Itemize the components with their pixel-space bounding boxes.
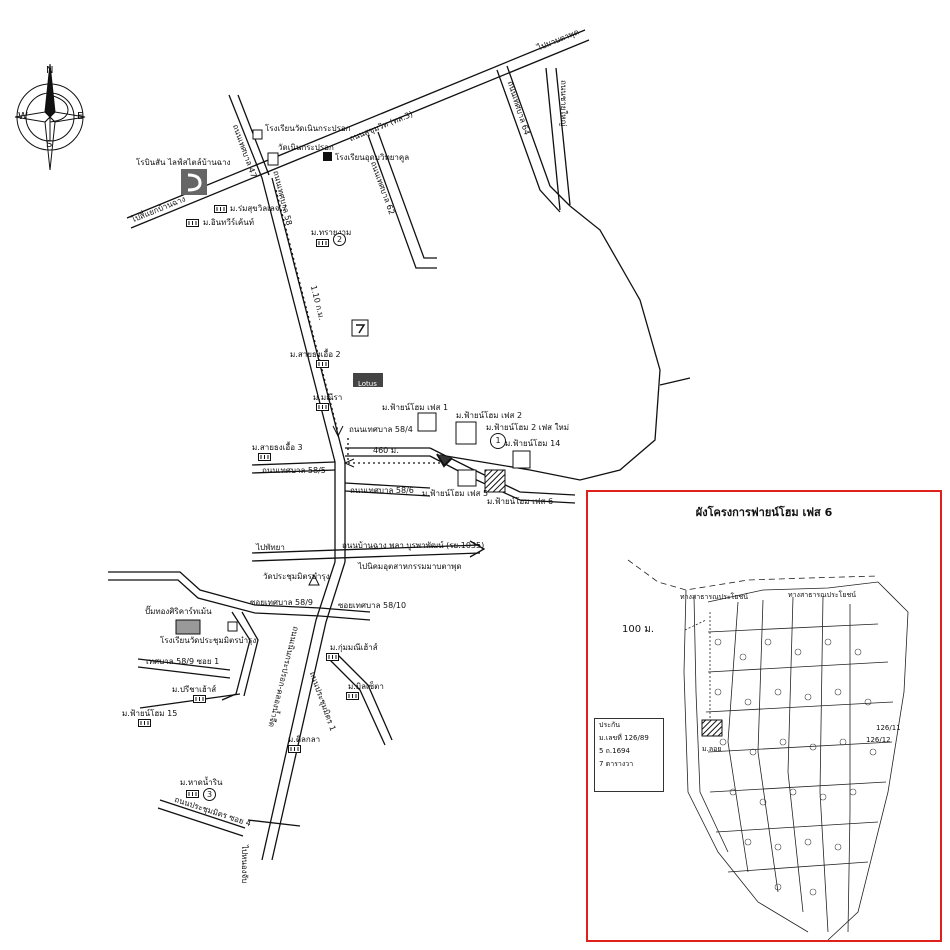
building-icon (346, 692, 359, 700)
inset-distance-label: 100 ม. (622, 624, 655, 635)
inset-lot-road: ม.ลอย (702, 745, 722, 753)
road-network (108, 29, 691, 861)
building-icon (288, 745, 301, 753)
label-school-prachum: โรงเรียนวัดประชุมมิตรบำรุง (160, 636, 257, 645)
label-m-intaravet: ม.อินทวีร์เค้นท์ (203, 218, 254, 227)
label-to-nongchap: ไปหนองจับ (240, 845, 249, 884)
compass-e-label: E (77, 111, 84, 122)
inset-road-top: ทางสาธารณประโยชน์ (680, 593, 748, 601)
temple-prachum-icon (308, 573, 320, 586)
inset-info-line: ม.เลขที่ 126/89 (599, 734, 649, 742)
phase6-lot-plot (701, 719, 723, 737)
label-school-wat: โรงเรียนวัดเนินกระปรอก (265, 124, 351, 133)
label-tesaban586: ถนนเทศบาล 58/6 (350, 486, 414, 495)
label-m-dilok: ม.ดิลกลา (288, 735, 321, 744)
label-robinson: โรบินสัน ไลฟ์สไตล์บ้านฉาง (136, 158, 231, 167)
label-gas: ปั๊มทองศิริคาร์ทเม้น (145, 607, 212, 616)
label-soi589: ซอยเทศบาล 58/9 (250, 598, 313, 607)
inset-lot-b: 126/12 (866, 736, 891, 744)
building-icon (316, 403, 329, 411)
school-ud-icon (323, 152, 332, 161)
label-tesaban585: ถนนเทศบาล 58/5 (262, 466, 326, 475)
compass-rose-icon (14, 63, 86, 171)
phase6-plot (484, 469, 506, 493)
building-icon (214, 205, 227, 213)
label-school-ud: โรงเรียนอุดมวิทยาคูล (335, 153, 410, 162)
temple-icon (267, 152, 279, 166)
gas-station-icon (175, 619, 201, 635)
seven-eleven-icon (351, 319, 369, 337)
label-m-kummani: ม.กุ่มมณีเฮ้าส์ (330, 643, 378, 652)
entrance-arrow-icon (436, 453, 453, 468)
label-m-pridsa: ม.ปรีชาเฮ้าส์ (172, 685, 217, 694)
label-m-miracle: ม.มิลเซ็ตา (348, 682, 384, 691)
label-m-phase2new: ม.ฟ้ายน์โฮม 2 เฟส ใหม่ (486, 423, 570, 432)
label-m-phase5: ม.ฟ้ายน์โฮม เฟส 5 (422, 489, 489, 498)
school-prachum-icon (227, 621, 238, 632)
label-wat-prachum: วัดประชุมมิตรบำรุง (263, 572, 330, 581)
building-icon (316, 360, 329, 368)
label-wat: วัดเนินกระปรอก (278, 143, 334, 152)
label-soi5810: ซอยเทศบาล 58/10 (338, 601, 407, 610)
label-dist-460: 460 ม. (373, 446, 399, 455)
label-banchang-road: ถนนบ้านฉาง พลา บูรพาพัฒน์ (รย.1035) (342, 541, 485, 550)
marker-3: 3 (203, 788, 216, 801)
compass-w-label: W (18, 111, 28, 122)
label-to-industrial: ไปนิคมอุตสาหกรรมมาบตาพุด (358, 562, 462, 571)
inset-title: ผังโครงการฟายน์โฮม เฟส 6 (695, 506, 833, 519)
inset-info-box: ประกัน ม.เลขที่ 126/89 5 ถ.1694 7 ตารางว… (594, 718, 664, 792)
building-icon (326, 653, 339, 661)
label-m-saithong2: ม.สายธงเอื้อ 2 (290, 350, 341, 359)
label-m-saithong3: ม.สายธงเอื้อ 3 (252, 443, 303, 452)
lotus-logo-icon (353, 373, 383, 387)
school-icon (252, 129, 263, 140)
marker-1: 1 (490, 433, 506, 449)
label-to-pattaya: ไปพัทยา (256, 543, 285, 552)
inset-info-line: 5 ถ.1694 (599, 747, 630, 755)
building-icon (258, 453, 271, 461)
label-m-14: ม.ฟ้ายน์โฮม 14 (505, 439, 561, 448)
label-m-15: ม.ฟ้ายน์โฮม 15 (122, 709, 178, 718)
building-icon (186, 790, 199, 798)
label-m-phase6: ม.ฟ้ายน์โฮม เฟส 6 (487, 497, 554, 506)
road-label-prachaophai: ถนนชายใหญ่ (559, 80, 568, 127)
site-plan-drawing (627, 559, 909, 940)
building-icon (138, 719, 151, 727)
label-m-mira: ม.มณีรา (313, 393, 343, 402)
building-icon (186, 219, 199, 227)
building-icon (193, 695, 206, 703)
label-m-romsuk: ม.ร่มสุขวิลเลจ 7 (230, 204, 288, 213)
inset-info-line: ประกัน (599, 721, 620, 729)
building-icon (316, 239, 329, 247)
robinson-logo-icon (181, 169, 207, 195)
compass-n-label: N (46, 65, 54, 76)
project-plan-inset: ผังโครงการฟายน์โฮม เฟส 6 (586, 490, 942, 942)
label-m-chanburi: ม.หาดน้ำริน (180, 778, 223, 787)
inset-lot-a: 126/11 (876, 724, 901, 732)
compass-s-label: S (46, 139, 53, 150)
inset-info-line: 7 ตารางวา (599, 760, 634, 768)
label-tesaban584: ถนนเทศบาล 58/4 (349, 425, 413, 434)
inset-road-right: ทางสาธารณประโยชน์ (788, 591, 856, 599)
marker-2: 2 (333, 233, 346, 246)
label-m-phase1: ม.ฟ้ายน์โฮม เฟส 1 (382, 403, 449, 412)
label-m-thanwan: ม.ทรายงาม (311, 228, 352, 237)
village-plots (417, 412, 531, 487)
label-soi1: เทศบาล 58/9 ซอย 1 (146, 657, 220, 666)
label-m-phase2: ม.ฟ้ายน์โฮม เฟส 2 (456, 411, 523, 420)
route-arrows (332, 425, 355, 468)
label-lotus: Lotus (358, 380, 377, 388)
